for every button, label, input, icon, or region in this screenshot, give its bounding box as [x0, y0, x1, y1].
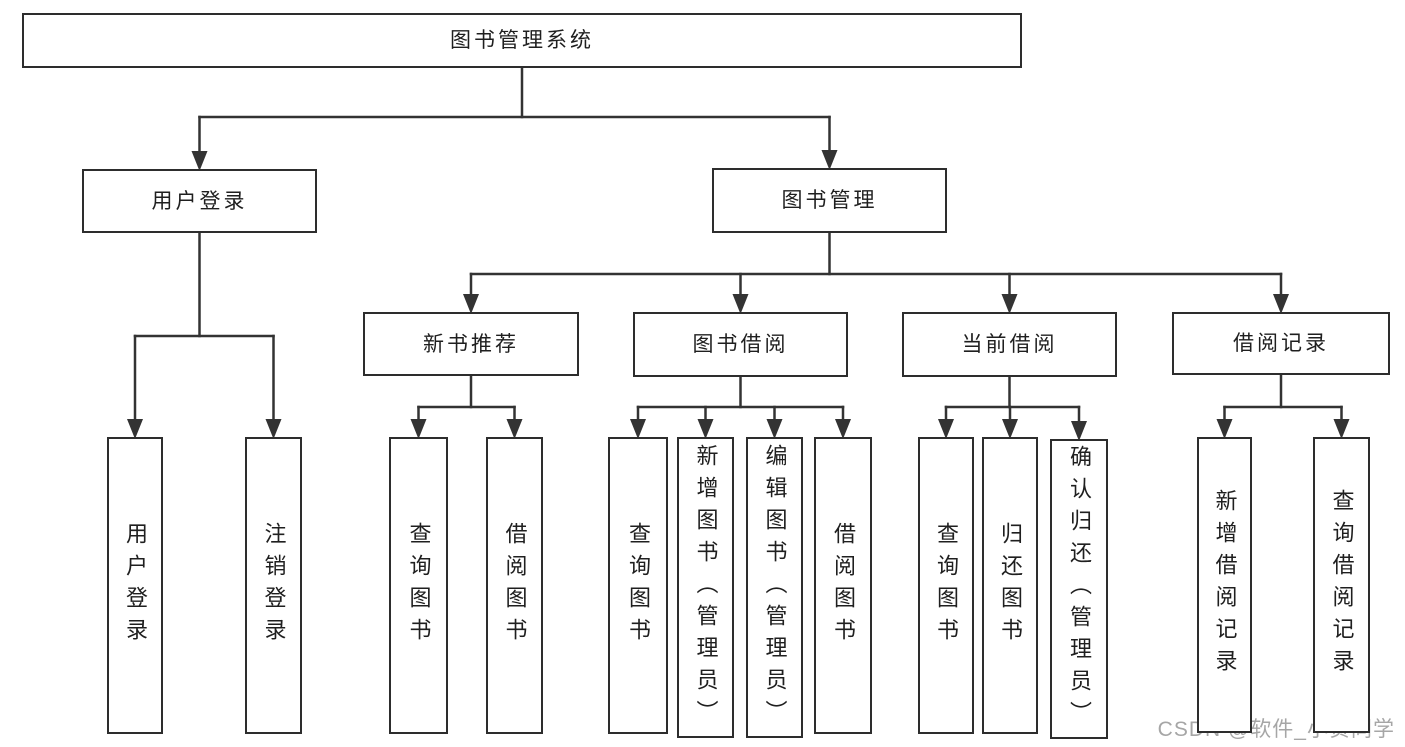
arrowhead-leaf-edit-book [766, 419, 783, 439]
node-borrow-records: 借阅记录 [1172, 312, 1390, 375]
node-leaf-query-book-rec: 查询图书 [389, 437, 448, 734]
arrowhead-current-borrow [1001, 294, 1018, 314]
node-label-leaf-edit-book: 编辑图书（管理员） [762, 443, 788, 732]
node-label-leaf-return-book: 归还图书 [998, 521, 1023, 650]
node-label-leaf-logout: 注销登录 [261, 521, 287, 650]
node-leaf-edit-book: 编辑图书（管理员） [746, 437, 803, 738]
node-leaf-query-current: 查询图书 [918, 437, 974, 734]
arrowhead-leaf-add-record [1216, 419, 1233, 439]
node-label-leaf-confirm-return: 确认归还（管理员） [1067, 445, 1092, 733]
node-leaf-return-book: 归还图书 [982, 437, 1038, 734]
node-label-leaf-add-record: 新增借阅记录 [1212, 489, 1238, 681]
arrowhead-leaf-return-book [1002, 419, 1018, 439]
node-leaf-add-record: 新增借阅记录 [1197, 437, 1252, 733]
node-leaf-login: 用户登录 [107, 437, 163, 734]
node-new-book-rec: 新书推荐 [363, 312, 579, 376]
arrowhead-leaf-query-book [630, 419, 646, 439]
node-system: 图书管理系统 [22, 13, 1022, 68]
node-leaf-borrow-book: 借阅图书 [814, 437, 872, 734]
node-label-system: 图书管理系统 [450, 29, 594, 52]
node-book-borrow: 图书借阅 [633, 312, 848, 377]
arrowhead-leaf-confirm-return [1071, 421, 1087, 441]
node-label-borrow-records: 借阅记录 [1233, 332, 1329, 355]
arrowhead-leaf-borrow-book [835, 419, 851, 439]
node-label-new-book-rec: 新书推荐 [423, 332, 519, 356]
node-label-leaf-query-book-rec: 查询图书 [406, 521, 432, 650]
node-book-mgmt: 图书管理 [712, 168, 947, 233]
arrowhead-user-login [191, 151, 208, 171]
node-label-user-login: 用户登录 [151, 189, 248, 213]
arrowhead-book-borrow [732, 294, 749, 314]
node-leaf-query-record: 查询借阅记录 [1313, 437, 1370, 733]
arrowhead-leaf-query-current [938, 419, 954, 439]
node-leaf-confirm-return: 确认归还（管理员） [1050, 439, 1108, 739]
node-leaf-add-book: 新增图书（管理员） [677, 437, 734, 738]
arrowhead-new-book-rec [463, 294, 479, 314]
node-label-leaf-query-book: 查询图书 [626, 521, 651, 650]
node-leaf-borrow-book-rec: 借阅图书 [486, 437, 543, 734]
node-user-login: 用户登录 [82, 169, 317, 233]
node-label-leaf-add-book: 新增图书（管理员） [693, 443, 719, 732]
node-label-leaf-borrow-book-rec: 借阅图书 [502, 521, 528, 650]
arrowhead-leaf-query-book-rec [410, 419, 427, 439]
node-label-leaf-query-current: 查询图书 [934, 521, 959, 650]
node-leaf-query-book: 查询图书 [608, 437, 668, 734]
node-label-leaf-borrow-book: 借阅图书 [831, 521, 856, 650]
arrowhead-leaf-query-record [1333, 419, 1350, 439]
node-current-borrow: 当前借阅 [902, 312, 1117, 377]
node-leaf-logout: 注销登录 [245, 437, 302, 734]
arrowhead-leaf-add-book [697, 419, 714, 439]
arrowhead-leaf-borrow-book-rec [506, 419, 523, 439]
node-label-leaf-login: 用户登录 [123, 521, 148, 650]
node-label-current-borrow: 当前借阅 [961, 333, 1058, 356]
node-label-leaf-query-record: 查询借阅记录 [1329, 489, 1355, 681]
node-label-book-borrow: 图书借阅 [692, 333, 789, 356]
arrowhead-book-mgmt [821, 150, 838, 170]
arrowhead-leaf-login [127, 419, 143, 439]
arrowhead-borrow-records [1273, 294, 1289, 314]
arrowhead-leaf-logout [265, 419, 282, 439]
node-label-book-mgmt: 图书管理 [781, 189, 878, 212]
